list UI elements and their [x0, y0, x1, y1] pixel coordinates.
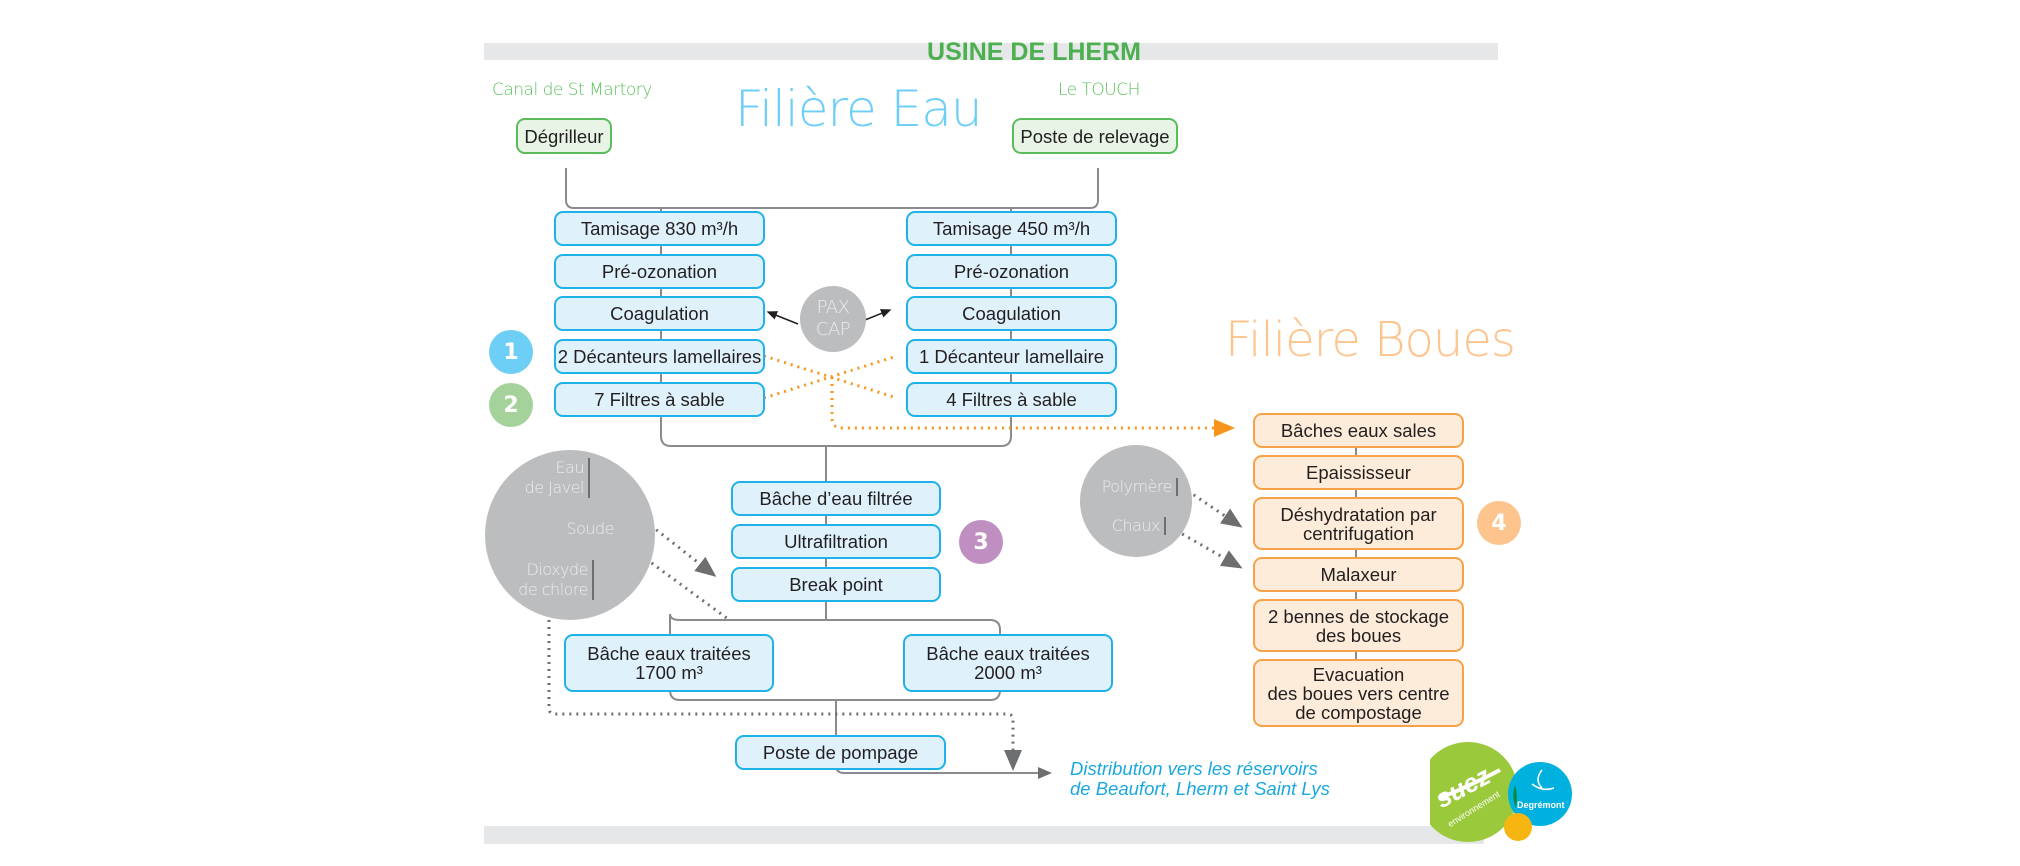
- sludge-step: Evacuation des boues vers centre de comp…: [1253, 659, 1464, 727]
- suez-logo: suez environnement Degrémont: [1418, 740, 1590, 850]
- middle-step: Ultrafiltration: [731, 524, 941, 559]
- source-label-touch: Le TOUCH: [1058, 80, 1140, 100]
- right-step: Coagulation: [906, 296, 1117, 331]
- logo-partner: Degrémont: [1517, 800, 1565, 810]
- step-label: Bâches eaux sales: [1280, 420, 1437, 441]
- step-label: Déshydratation par: [1280, 503, 1437, 525]
- distribution-line1: Distribution vers les réservoirs: [1070, 758, 1318, 779]
- dioxyde-line1: Dioxyde: [526, 560, 589, 579]
- footer-bar: [484, 826, 1484, 844]
- step-label: Epaississeur: [1306, 462, 1411, 483]
- step-label: 2 bennes de stockage: [1267, 605, 1450, 627]
- step-badge-2: 2: [489, 383, 533, 427]
- dioxyde-line2: de chlore: [518, 580, 588, 599]
- middle-step: Bâche d’eau filtrée: [731, 481, 941, 516]
- header-bar: [484, 43, 1498, 60]
- right-step: 1 Décanteur lamellaire: [906, 339, 1117, 374]
- left-step: Pré-ozonation: [554, 254, 765, 289]
- tank-volume: 2000 m³: [974, 662, 1042, 683]
- step-badge-4: 4: [1477, 501, 1521, 545]
- tank-name: Bâche eaux traitées: [926, 643, 1090, 664]
- step-label: des boues vers centre: [1267, 682, 1450, 704]
- degrilleur-box: Dégrilleur: [516, 118, 612, 154]
- source-label-canal: Canal de St Martory: [492, 80, 652, 100]
- step-label: centrifugation: [1302, 522, 1415, 544]
- chemicals-circle: [485, 450, 655, 620]
- tank-volume: 1700 m³: [635, 662, 703, 683]
- step-badge-3: 3: [959, 520, 1003, 564]
- left-step: Tamisage 830 m³/h: [554, 211, 765, 246]
- pax-label: PAX: [816, 297, 850, 318]
- left-step: Coagulation: [554, 296, 765, 331]
- suez-green-circle: [1418, 742, 1518, 842]
- distribution-line2: de Beaufort, Lherm et Saint Lys: [1070, 778, 1330, 799]
- source-merge-line: [565, 168, 1099, 209]
- sludge-step: Bâches eaux sales: [1253, 413, 1464, 448]
- sludge-step: Déshydratation par centrifugation: [1253, 497, 1464, 550]
- treated-tank-1700: Bâche eaux traitées 1700 m³: [564, 634, 774, 692]
- poste-relevage-box: Poste de relevage: [1012, 118, 1178, 154]
- chem-soude: Soude: [566, 519, 614, 538]
- chem-dioxyde: Dioxyde de chlore: [500, 560, 594, 600]
- sludge-step: Malaxeur: [1253, 557, 1464, 592]
- right-step: Pré-ozonation: [906, 254, 1117, 289]
- logo-graphic: [1418, 742, 1572, 842]
- pax-cap-label: PAX CAP: [800, 297, 866, 341]
- page-title: USINE DE LHERM: [927, 38, 1141, 66]
- javel-line1: Eau: [555, 458, 584, 477]
- chem-chaux: Chaux: [1092, 517, 1166, 535]
- treated-tank-2000: Bâche eaux traitées 2000 m³: [903, 634, 1113, 692]
- sludge-step: 2 bennes de stockage des boues: [1253, 599, 1464, 652]
- step-badge-1: 1: [489, 330, 533, 374]
- left-step: 2 Décanteurs lamellaires: [554, 339, 765, 374]
- step-label: Evacuation: [1312, 663, 1405, 685]
- filiere-eau-title: Filière Eau: [735, 80, 983, 138]
- right-step: 4 Filtres à sable: [906, 382, 1117, 417]
- step-label: des boues: [1315, 624, 1402, 646]
- left-step: 7 Filtres à sable: [554, 382, 765, 417]
- middle-step: Break point: [731, 567, 941, 602]
- sludge-lines: [763, 354, 1235, 437]
- step-label: de compostage: [1295, 701, 1422, 723]
- filiere-boues-title: Filière Boues: [1225, 312, 1516, 368]
- filter-merge-line: [660, 420, 1012, 447]
- javel-line2: de Javel: [524, 478, 585, 497]
- sludge-step: Epaississeur: [1253, 455, 1464, 490]
- chem-javel: Eau de Javel: [500, 458, 590, 498]
- right-step: Tamisage 450 m³/h: [906, 211, 1117, 246]
- pax-cap-reagent: [800, 286, 866, 352]
- tank-name: Bâche eaux traitées: [587, 643, 751, 664]
- pumping-station: Poste de pompage: [735, 735, 946, 770]
- sludge-reagents-circle: [1080, 445, 1192, 557]
- yellow-dot: [1504, 813, 1532, 841]
- distribution-note: Distribution vers les réservoirs de Beau…: [1070, 759, 1330, 799]
- step-label: Malaxeur: [1320, 564, 1397, 585]
- cap-label: CAP: [815, 319, 851, 340]
- degremont-wave-icon: [1531, 769, 1555, 791]
- chem-polymere: Polymère: [1092, 478, 1178, 496]
- degremont-blue-circle: [1508, 762, 1572, 826]
